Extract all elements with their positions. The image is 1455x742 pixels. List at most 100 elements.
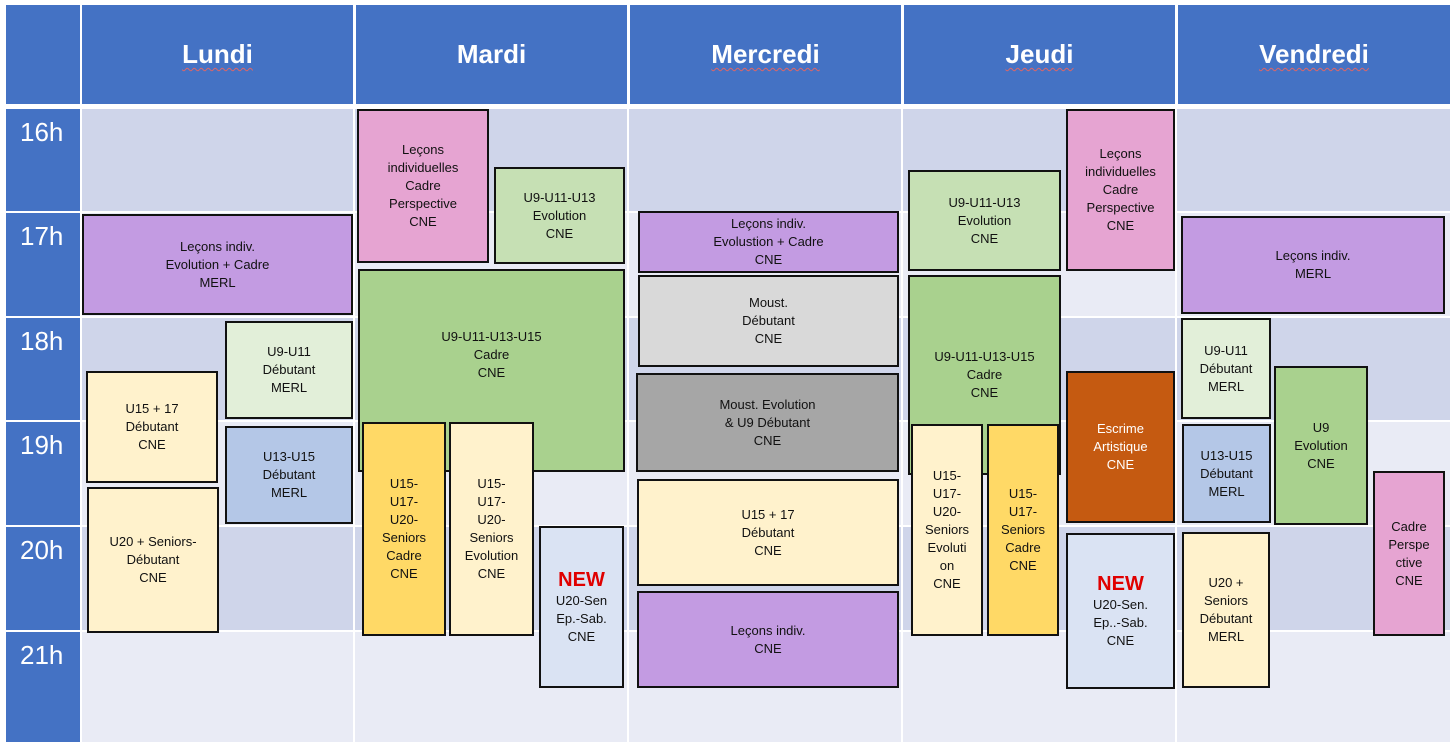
session-line: CNE bbox=[754, 640, 782, 656]
column-divider bbox=[627, 5, 629, 742]
session-line: Seniors bbox=[469, 530, 514, 545]
session-line: CNE bbox=[753, 432, 782, 448]
session-line: CNE bbox=[477, 364, 506, 380]
session-line: CNE bbox=[139, 570, 167, 585]
session-line: CNE bbox=[567, 629, 596, 644]
session-line: Leçons indiv. bbox=[1275, 248, 1351, 263]
session-line: U20-Sen. bbox=[1093, 597, 1148, 612]
day-label: Vendredi bbox=[1259, 39, 1369, 69]
session-line: CNE bbox=[754, 542, 782, 558]
session-line: Débutant bbox=[1199, 611, 1253, 626]
session-line: Cadre bbox=[386, 548, 422, 563]
session-line: CNE bbox=[1395, 572, 1423, 588]
session-line: Débutant bbox=[262, 467, 316, 482]
session-line: Moust. bbox=[748, 295, 788, 310]
session-block-mercredi-lecons2[interactable]: Leçons indiv.CNE bbox=[637, 591, 899, 688]
session-line: Evolustion + Cadre bbox=[713, 234, 824, 249]
hour-label-19h: 19h bbox=[6, 422, 80, 525]
session-line: Débutant bbox=[1200, 465, 1253, 481]
session-line: U20- bbox=[477, 512, 506, 527]
session-line: U13-U15 bbox=[262, 449, 316, 464]
session-line: Artistique bbox=[1093, 439, 1148, 454]
session-block-vendredi-lecons[interactable]: Leçons indiv.MERL bbox=[1181, 216, 1445, 314]
session-line: Seniors bbox=[381, 530, 427, 545]
session-line: U9-U11 bbox=[267, 344, 311, 359]
session-line: Seniors bbox=[924, 522, 970, 537]
session-line: MERL bbox=[270, 485, 308, 500]
day-label: Mercredi bbox=[711, 39, 820, 69]
header-corner bbox=[6, 5, 80, 104]
session-line: Leçons indiv. bbox=[731, 216, 806, 231]
day-label: Jeudi bbox=[1005, 39, 1074, 69]
session-line: CNE bbox=[754, 252, 783, 267]
session-line: CNE bbox=[970, 230, 999, 246]
session-line: U15- bbox=[932, 468, 962, 483]
session-line: Evolution bbox=[1294, 437, 1348, 453]
hour-label-17h: 17h bbox=[6, 213, 80, 316]
session-line: individuelles bbox=[1085, 164, 1156, 179]
hour-label-16h: 16h bbox=[6, 109, 80, 211]
session-line: Cadre bbox=[1102, 182, 1139, 197]
day-header-mardi: Mardi bbox=[356, 5, 627, 104]
session-line: U17- bbox=[389, 494, 419, 509]
session-line: CNE bbox=[1106, 633, 1135, 648]
column-divider bbox=[353, 5, 355, 742]
session-line: Cadre bbox=[966, 367, 1003, 382]
session-line: U15 + 17 bbox=[741, 506, 795, 522]
session-line: CNE bbox=[1106, 457, 1135, 472]
day-header-vendredi: Vendredi bbox=[1178, 5, 1450, 104]
column-divider bbox=[901, 5, 903, 742]
session-line: CNE bbox=[1009, 558, 1037, 573]
session-line: Débutant bbox=[1199, 360, 1253, 376]
session-line: CNE bbox=[477, 566, 506, 581]
session-line: Ep.-Sab. bbox=[556, 611, 607, 626]
session-line: MERL bbox=[270, 380, 308, 395]
session-line: U9-U11-U13 bbox=[523, 189, 596, 205]
session-line: Evolution bbox=[957, 212, 1012, 228]
session-line: Leçons indiv. bbox=[180, 238, 255, 254]
row-bg-16h bbox=[82, 109, 1450, 211]
session-line: Débutant bbox=[741, 524, 795, 540]
session-line: MERL bbox=[199, 274, 236, 290]
new-badge: NEW bbox=[558, 569, 605, 591]
session-line: CNE bbox=[970, 385, 999, 400]
session-line: MERL bbox=[1207, 378, 1245, 394]
session-line: U9 bbox=[1312, 419, 1330, 435]
session-line: U15- bbox=[1008, 486, 1038, 501]
session-line: & U9 Débutant bbox=[724, 414, 811, 430]
session-line: Seniors bbox=[1203, 593, 1249, 608]
session-line: Cadre bbox=[405, 178, 441, 193]
session-line: individuelles bbox=[387, 160, 459, 175]
session-line: CNE bbox=[138, 437, 166, 452]
session-line: CNE bbox=[1307, 455, 1335, 471]
session-line: Evolution bbox=[532, 207, 587, 223]
session-line: U20 + bbox=[1208, 575, 1244, 590]
session-line: U20-Sen bbox=[555, 593, 608, 608]
